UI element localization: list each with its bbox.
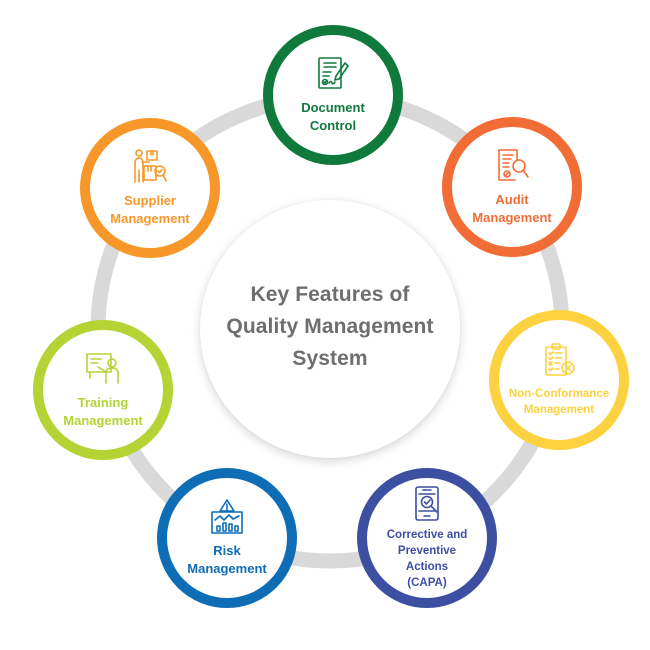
presenter-whiteboard-icon <box>84 350 122 388</box>
node-supplier-management[interactable]: Supplier Management <box>80 118 220 258</box>
label-line: Training <box>77 395 129 410</box>
label-line: Audit <box>495 192 529 207</box>
label-line: Document <box>301 100 365 115</box>
label-line: Preventive <box>397 545 457 557</box>
node-capa[interactable]: Corrective and Preventive Actions (CAPA) <box>357 468 497 608</box>
node-label: Non-Conformance Management <box>509 386 609 418</box>
center-title-line-3: System <box>292 347 368 370</box>
node-document-control[interactable]: Document Control <box>263 25 403 165</box>
node-label: Audit Management <box>472 191 551 227</box>
label-line: Actions <box>405 561 449 573</box>
node-non-conformance-management[interactable]: Non-Conformance Management <box>489 310 629 450</box>
node-audit-management[interactable]: Audit Management <box>442 117 582 257</box>
label-line: Management <box>63 413 143 428</box>
label-line: Supplier <box>123 193 176 208</box>
node-label: Document Control <box>301 99 365 135</box>
center-title-line-1: Key Features of <box>250 283 410 306</box>
node-label: Supplier Management <box>110 192 189 228</box>
center-title: Key Features of Quality Management Syste… <box>226 279 433 375</box>
center-hub: Key Features of Quality Management Syste… <box>200 200 460 458</box>
document-signature-icon <box>314 55 352 93</box>
node-label: Training Management <box>63 394 142 430</box>
tablet-check-magnifier-icon <box>408 485 446 523</box>
label-line: Non-Conformance <box>508 388 610 400</box>
warning-chart-icon <box>208 498 246 536</box>
node-training-management[interactable]: Training Management <box>33 320 173 460</box>
node-risk-management[interactable]: Risk Management <box>157 468 297 608</box>
document-magnifier-icon <box>493 147 531 185</box>
clipboard-checklist-x-icon <box>540 342 578 380</box>
center-title-line-2: Quality Management <box>226 315 434 338</box>
label-line: Management <box>523 404 595 416</box>
label-line: Management <box>110 211 190 226</box>
label-line: Control <box>309 118 357 133</box>
node-label: Corrective and Preventive Actions (CAPA) <box>387 527 468 591</box>
label-line: Management <box>472 210 552 225</box>
person-boxes-magnifier-icon <box>131 148 169 186</box>
label-line: Corrective and <box>386 529 468 541</box>
label-line: (CAPA) <box>407 577 447 589</box>
node-label: Risk Management <box>187 542 266 578</box>
label-line: Management <box>187 561 267 576</box>
label-line: Risk <box>213 543 241 558</box>
